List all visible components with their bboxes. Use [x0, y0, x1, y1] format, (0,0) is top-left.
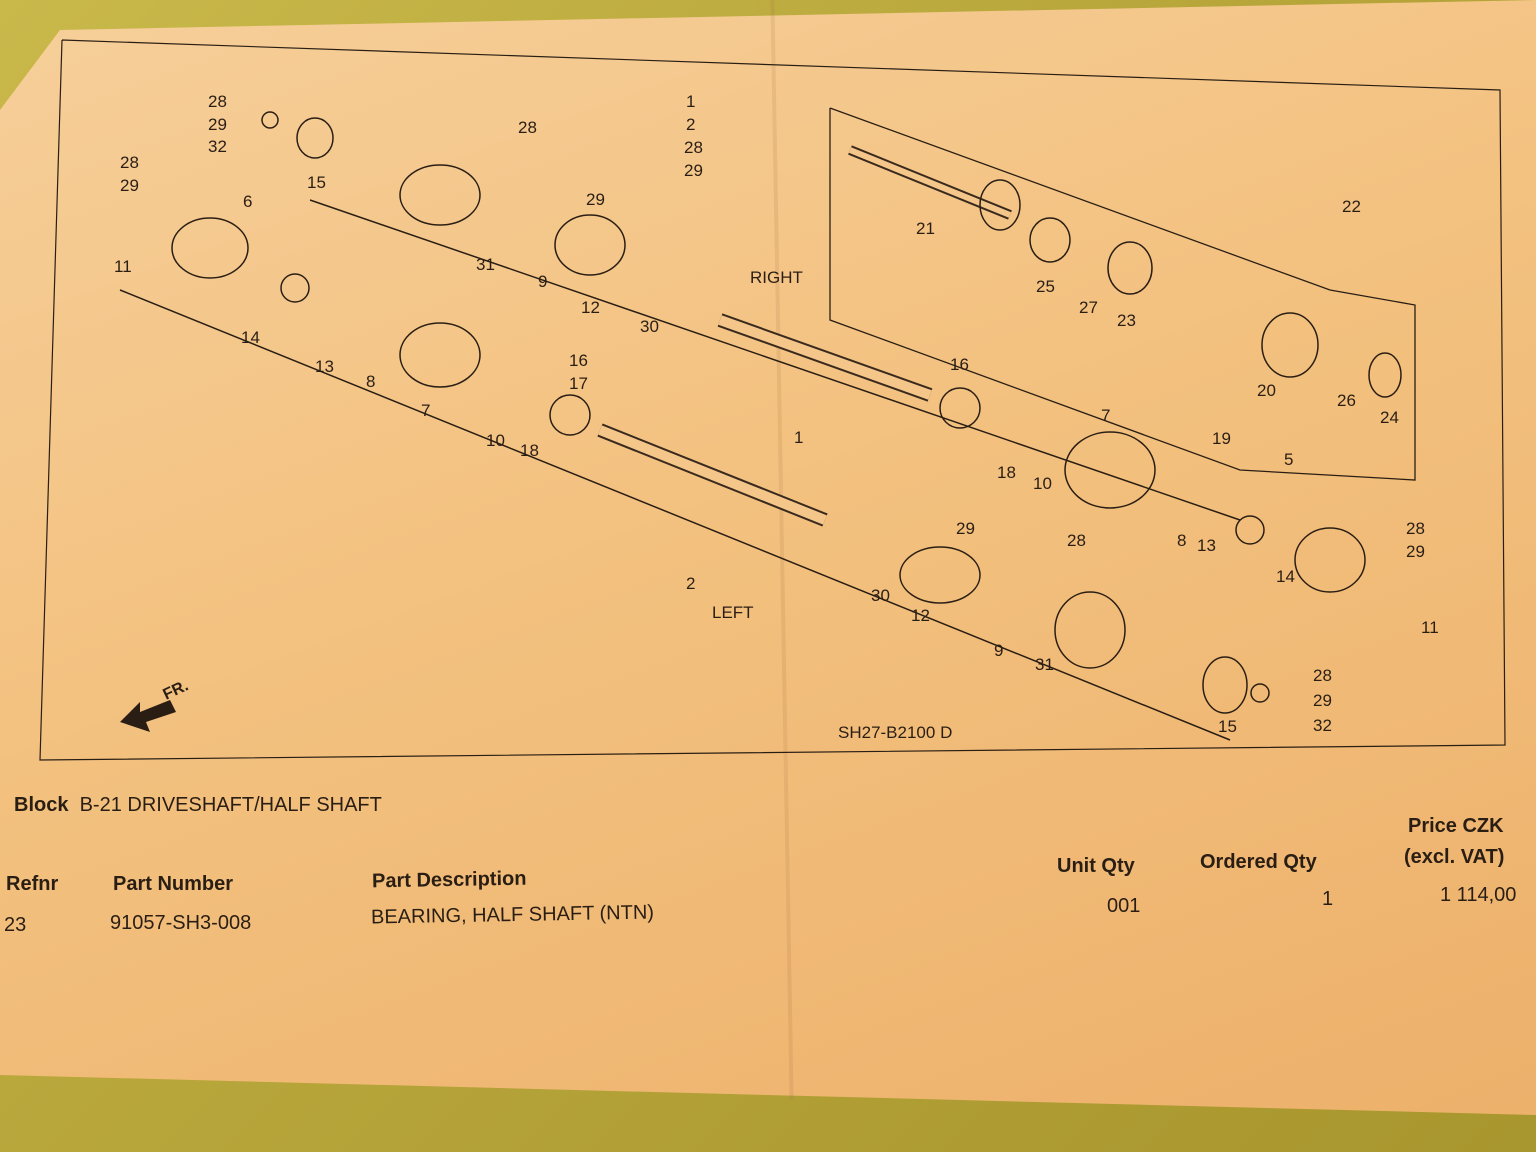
row-unit-qty: 001 [1107, 895, 1141, 917]
col-ordered-qty: Ordered Qty [1200, 851, 1317, 873]
callout-number: 29 [586, 190, 605, 209]
callout-number: 15 [307, 173, 326, 192]
row-price: 1 114,00 [1440, 884, 1517, 906]
callout-number: 29 [1406, 542, 1425, 561]
callout-number: 10 [486, 431, 505, 450]
front-arrow: FR. [120, 677, 191, 732]
callout-number: 29 [956, 519, 975, 538]
callout-number: 7 [1101, 406, 1110, 425]
callout-number: 18 [997, 463, 1016, 482]
callout-number: 27 [1079, 298, 1098, 317]
diagram-frame [39, 39, 1506, 761]
callout-number: 1 [794, 428, 803, 447]
callout-number: 13 [315, 357, 334, 376]
row-part-number: 91057-SH3-008 [110, 912, 252, 934]
callout-number: 24 [1380, 408, 1399, 427]
block-label: Block [14, 794, 69, 816]
callout-number: 9 [538, 272, 547, 291]
callout-number: 28 [120, 153, 139, 172]
callout-number: 28 [1313, 666, 1332, 685]
callout-number: 8 [1177, 531, 1186, 550]
callout-number: 13 [1197, 536, 1216, 555]
block-title: Block B-21 DRIVESHAFT/HALF SHAFT [14, 794, 382, 817]
col-refnr: Refnr [6, 873, 59, 895]
callout-number: 17 [569, 374, 588, 393]
callout-number: 11 [114, 257, 132, 276]
callout-number: 29 [208, 115, 227, 134]
callout-number: 5 [1284, 450, 1293, 469]
callout-number: 29 [684, 161, 703, 180]
col-unit-qty: Unit Qty [1057, 855, 1135, 877]
callout-number: 30 [640, 317, 659, 336]
callout-number: 2 [686, 115, 695, 134]
block-name: B-21 DRIVESHAFT/HALF SHAFT [79, 794, 382, 816]
callout-number: 18 [520, 441, 539, 460]
callout-number: 30 [871, 586, 890, 605]
col-part-number: Part Number [113, 873, 234, 895]
callout-number: 31 [476, 255, 495, 274]
callout-number: 12 [581, 298, 600, 317]
row-refnr: 23 [4, 914, 27, 936]
row-ordered-qty: 1 [1322, 888, 1334, 910]
callout-number: 28 [684, 138, 703, 157]
diagram-code: SH27-B2100 D [838, 723, 952, 742]
col-description: Part Description [371, 867, 527, 893]
callout-number: 15 [1218, 717, 1237, 736]
callout-number: 16 [569, 351, 588, 370]
callout-number: 28 [1406, 519, 1425, 538]
callout-number: 26 [1337, 391, 1356, 410]
callout-number: 6 [243, 192, 252, 211]
callout-number: 31 [1035, 655, 1054, 674]
right-box-outline [829, 107, 1416, 481]
callout-number: 23 [1117, 311, 1136, 330]
left-label: LEFT [712, 603, 754, 622]
front-arrow-label: FR. [161, 677, 192, 703]
row-description: BEARING, HALF SHAFT (NTN) [370, 901, 655, 929]
callout-number: 9 [994, 641, 1003, 660]
callout-number: 32 [1313, 716, 1332, 735]
col-price-line2: (excl. VAT) [1404, 846, 1505, 868]
callout-number: 28 [1067, 531, 1086, 550]
callout-number: 29 [1313, 691, 1332, 710]
callout-number: 14 [241, 328, 260, 347]
callout-number: 22 [1342, 197, 1361, 216]
callout-number: 11 [1421, 618, 1439, 637]
callout-number: 20 [1257, 381, 1276, 400]
col-price-line1: Price CZK [1408, 815, 1504, 837]
callout-number: 8 [366, 372, 375, 391]
callout-number: 25 [1036, 277, 1055, 296]
callout-number: 21 [916, 219, 935, 238]
callout-number: 28 [208, 92, 227, 111]
callout-number: 2 [686, 574, 695, 593]
callout-number: 28 [518, 118, 537, 137]
callout-number: 1 [686, 92, 695, 111]
callout-number: 19 [1212, 429, 1231, 448]
callout-number: 14 [1276, 567, 1295, 586]
right-label: RIGHT [750, 268, 803, 287]
callout-number: 7 [421, 401, 430, 420]
callout-number: 10 [1033, 474, 1052, 493]
callout-number: 32 [208, 137, 227, 156]
callout-number: 16 [950, 355, 969, 374]
callout-number: 12 [911, 606, 930, 625]
callout-number: 29 [120, 176, 139, 195]
